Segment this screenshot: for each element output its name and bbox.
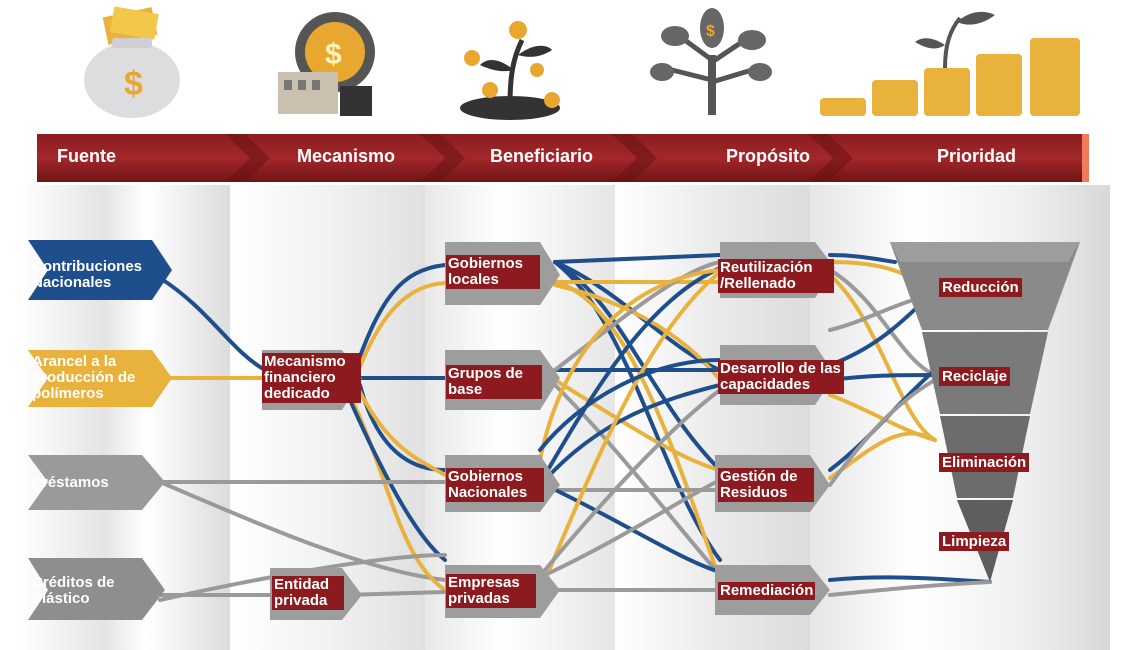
growing-plant-coins-icon: [460, 21, 560, 120]
beneficiary-gobiernos-nacionales: Gobiernos Nacionales: [446, 468, 544, 502]
beneficiary-empresas-privadas: Empresas privadas: [446, 574, 536, 608]
mechanism-entidad-privada: Entidad privada: [272, 576, 344, 610]
header-prioridad: Prioridad: [937, 146, 1017, 166]
header-beneficiario: Beneficiario: [490, 146, 594, 166]
priority-limpieza: Limpieza: [939, 532, 1010, 551]
purpose-desarrollo: Desarrollo de las capacidades: [718, 360, 844, 394]
money-tree-icon: $: [650, 8, 772, 115]
source-arancel: Arancel a la producción de polímeros: [32, 353, 136, 402]
svg-text:$: $: [706, 23, 715, 40]
source-creditos: Créditos de Plástico: [32, 574, 115, 607]
priority-reciclaje: Reciclaje: [939, 367, 1011, 386]
top-icons: $ $: [84, 6, 1080, 120]
header-bar: [37, 134, 1089, 182]
mechanism-financiero: Mecanismo financiero dedicado: [262, 353, 361, 403]
header-proposito: Propósito: [726, 146, 810, 166]
header-fuente: Fuente: [57, 146, 117, 166]
priority-eliminacion: Eliminación: [939, 453, 1030, 472]
source-contribuciones: Contribuciones Nacionales: [32, 258, 143, 291]
svg-text:$: $: [325, 38, 342, 71]
svg-text:$: $: [124, 65, 143, 103]
gear-coin-building-icon: $: [278, 12, 375, 116]
header-accent: [1082, 134, 1089, 182]
source-arrows: [28, 240, 172, 620]
money-bag-icon: $: [84, 6, 180, 118]
source-prestamos: Préstamos: [32, 474, 109, 491]
coin-stacks-plant-icon: [820, 11, 1080, 116]
purpose-gestion: Gestión de Residuos: [718, 468, 814, 502]
purpose-reutilizacion: Reutilización /Rellenado: [718, 259, 834, 293]
purpose-remediacion: Remediación: [718, 582, 816, 600]
beneficiary-grupos-de-base: Grupos de base: [446, 365, 542, 399]
header-mecanismo: Mecanismo: [297, 146, 396, 166]
priority-reduccion: Reducción: [939, 278, 1022, 297]
beneficiary-gobiernos-locales: Gobiernos locales: [446, 255, 540, 289]
